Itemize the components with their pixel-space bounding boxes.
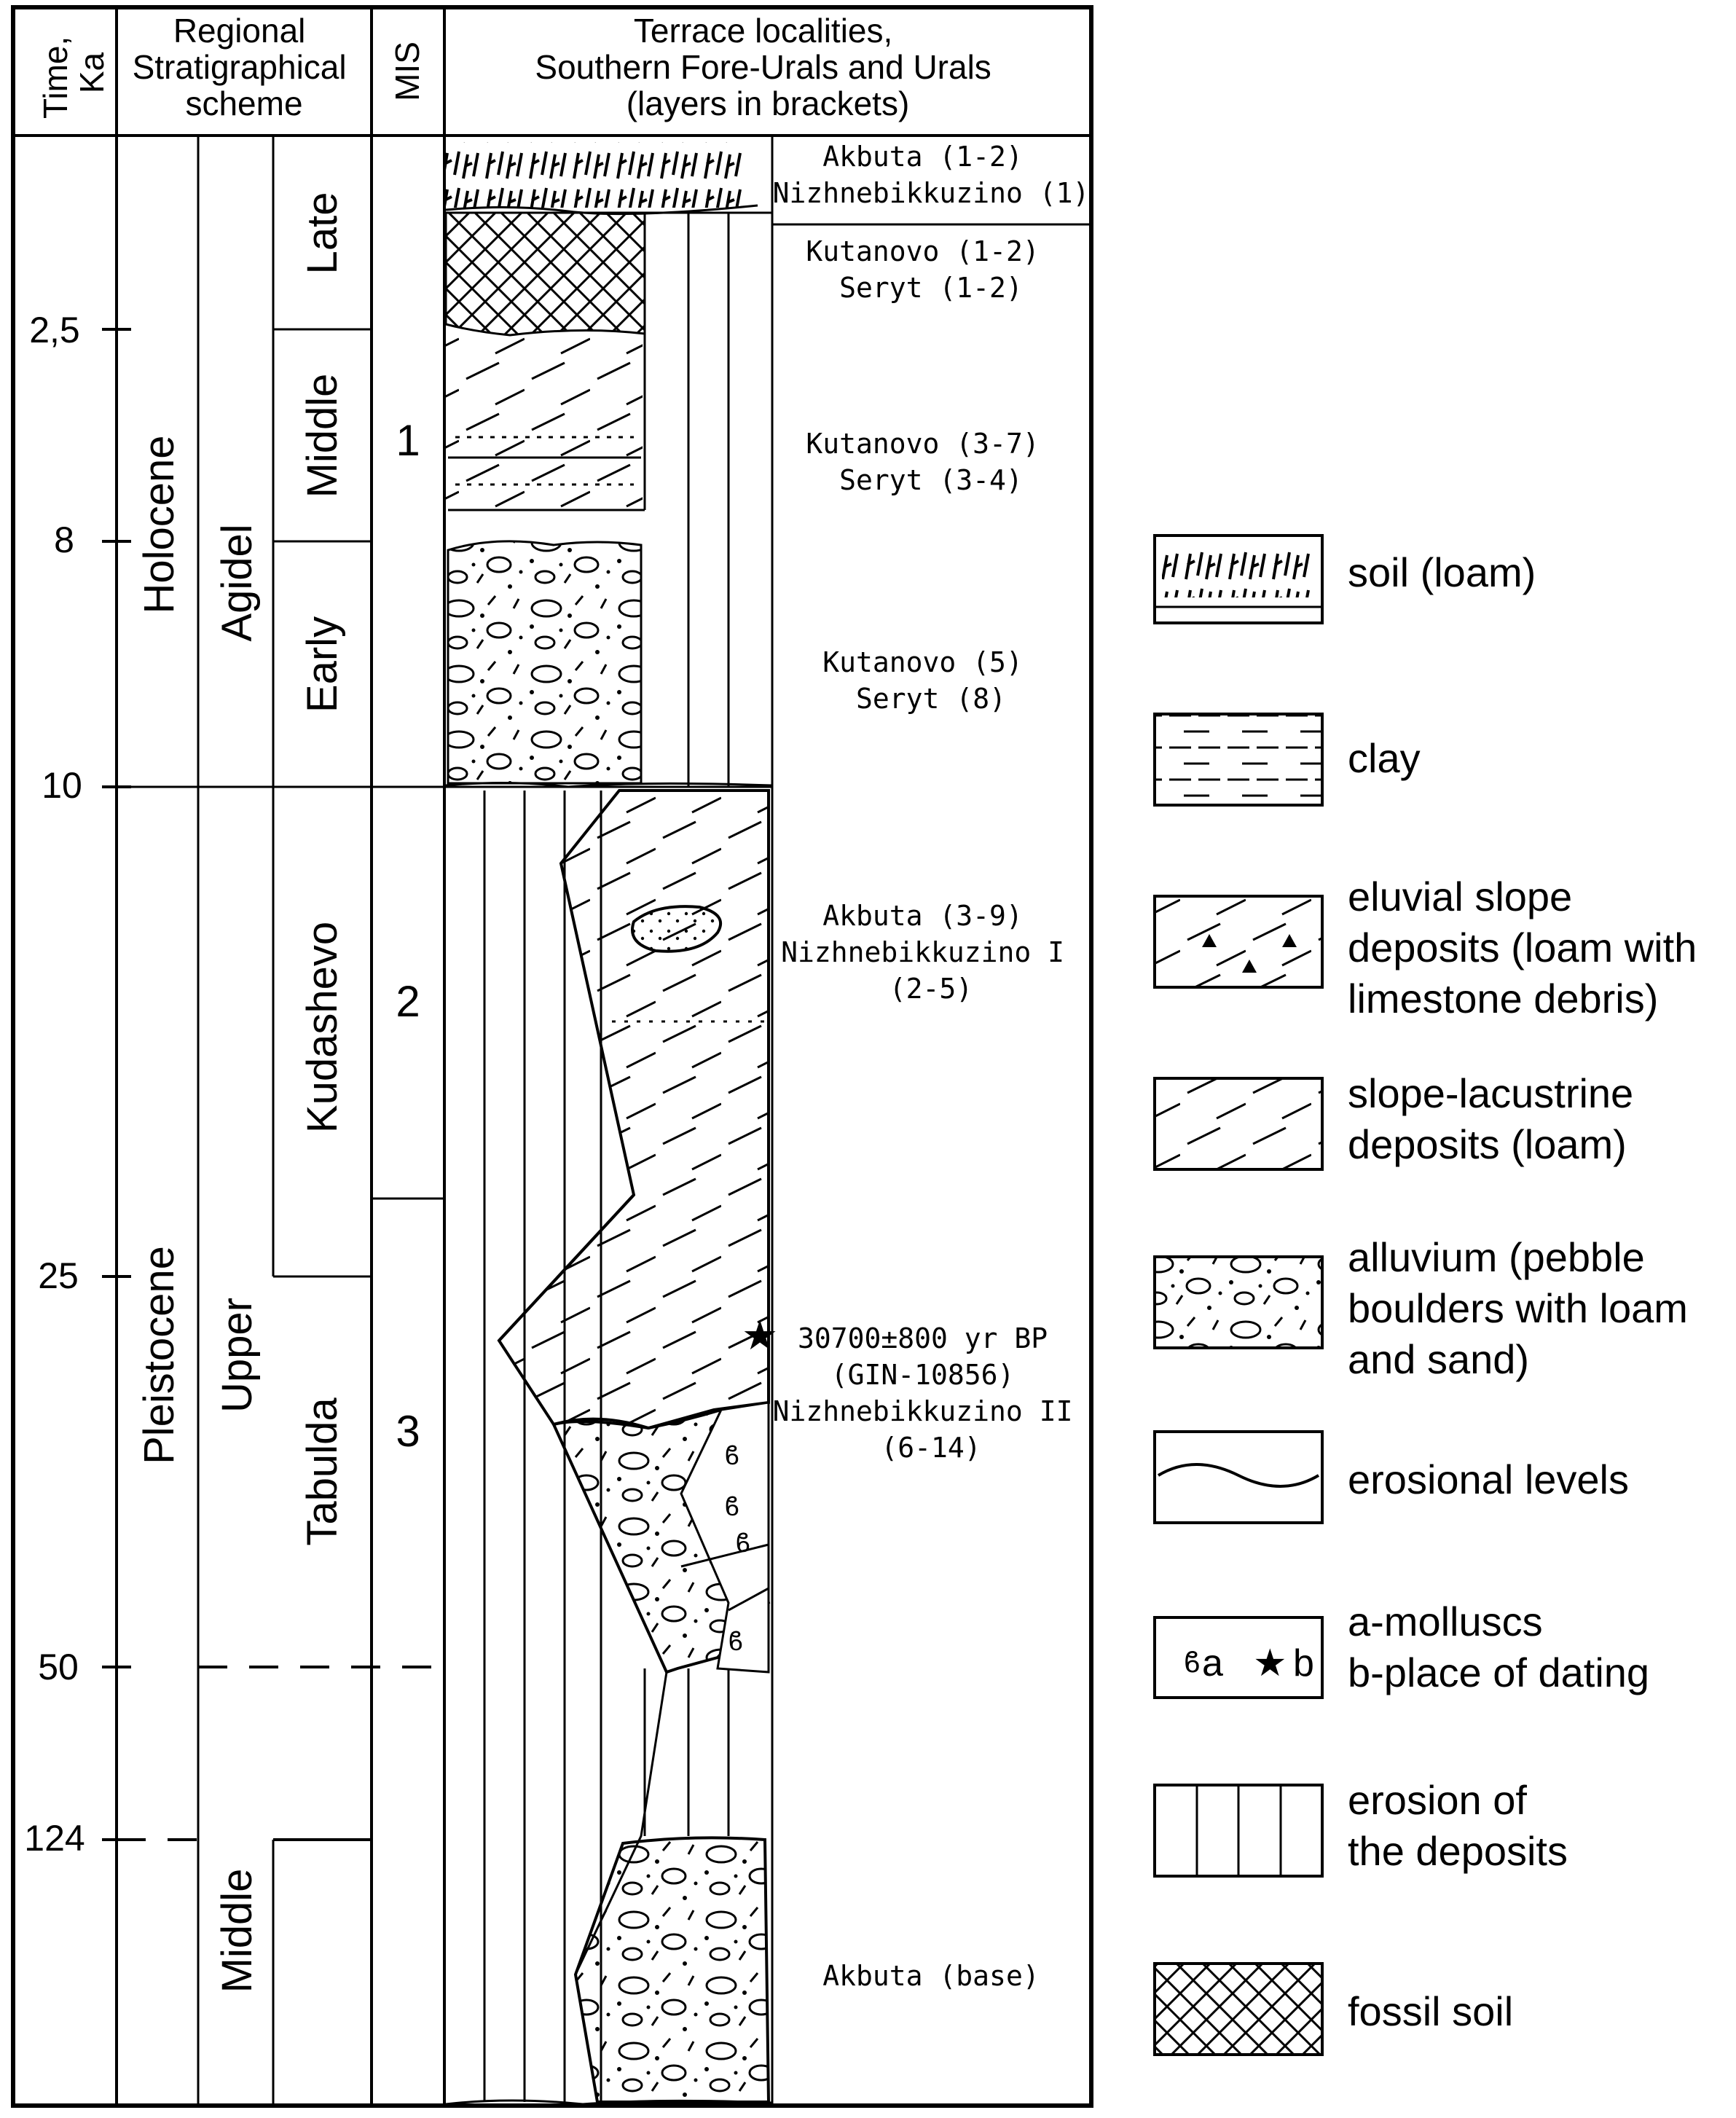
svg-text:fossil soil: fossil soil: [1348, 1988, 1513, 2034]
svg-text:erosion of the deposit: erosion of the deposits: [1348, 1777, 1568, 1874]
mollusc-layer: [680, 1401, 770, 1674]
legend-clay: clay: [1153, 713, 1421, 807]
mis-number: 2: [396, 977, 420, 1026]
svg-text:a: a: [1202, 1642, 1223, 1684]
lithology-column: ϐ ϐ ϐ ϐ ★: [444, 142, 778, 2106]
time-label: 2,5: [29, 310, 80, 350]
time-axis-ticks: [102, 328, 131, 1841]
slope-lacustrine-layer: [497, 789, 770, 1430]
legend-fossil-soil: fossil soil: [1153, 1962, 1513, 2056]
substage-middle: Middle: [299, 374, 346, 498]
locality-kutanovo-middle: Kutanovo (3-7) Seryt (3-4): [806, 428, 1056, 496]
horizon-middle: Middle: [213, 1869, 261, 1993]
mollusc-icon: ϐ: [725, 1440, 740, 1470]
alluvium-holocene: [447, 540, 643, 785]
locality-kutanovo-early: Kutanovo (5) Seryt (8): [822, 646, 1039, 715]
main-table: [11, 5, 1093, 2108]
legend-molluscs-dating: ϐ a ★ b a-molluscs b-place of dating: [1153, 1599, 1649, 1699]
legend-eluvial: eluvial slope deposits (loam with limest…: [1153, 874, 1708, 1021]
time-label: 8: [54, 519, 74, 560]
svg-text:clay: clay: [1348, 735, 1421, 781]
mollusc-icon: ϐ: [728, 1626, 744, 1656]
legend: soil (loam) clay eluvial slope deposits …: [1153, 534, 1708, 2056]
soil-layer: [446, 142, 745, 208]
epoch-pleistocene: Pleistocene: [135, 1246, 183, 1464]
mis-number: 3: [396, 1407, 420, 1456]
substage-tabulda: Tabulda: [299, 1397, 346, 1546]
svg-text:soil (loam): soil (loam): [1348, 549, 1536, 595]
horizon-upper: Upper: [213, 1298, 261, 1413]
svg-text:b: b: [1293, 1642, 1314, 1684]
time-label: 10: [42, 765, 82, 806]
clay-layer: [446, 337, 643, 508]
svg-text:eluvial slope deposits: eluvial slope deposits (loam with limest…: [1348, 874, 1708, 1021]
locality-akbuta-top: Akbuta (1-2) Nizhnebikkuzino (1): [773, 141, 1090, 209]
legend-erosion: erosion of the deposits: [1153, 1777, 1568, 1878]
epoch-holocene: Holocene: [135, 435, 183, 613]
mollusc-icon: ϐ: [725, 1491, 740, 1521]
header-localities: Terrace localities, Southern Fore-Urals …: [535, 12, 1000, 122]
svg-text:ϐ: ϐ: [1184, 1647, 1201, 1679]
fossil-soil-layer: [444, 211, 646, 337]
legend-erosional-levels: erosional levels: [1153, 1430, 1629, 1524]
mis-number: 1: [396, 416, 420, 465]
header-scheme: Regional Stratigraphical scheme: [133, 12, 356, 122]
substage-early: Early: [299, 616, 346, 713]
locality-akbuta-base: Akbuta (base): [822, 1960, 1039, 1992]
svg-text:alluvium (pebble bould: alluvium (pebble boulders with loam and …: [1348, 1234, 1699, 1382]
legend-slope-lacustrine: slope-lacustrine deposits (loam): [1153, 1070, 1645, 1171]
legend-alluvium: alluvium (pebble boulders with loam and …: [1153, 1234, 1699, 1382]
svg-text:erosional levels: erosional levels: [1348, 1456, 1629, 1502]
substage-late: Late: [299, 192, 346, 275]
svg-text:a-molluscs b-place of: a-molluscs b-place of dating: [1348, 1599, 1649, 1695]
dating-star-icon: ★: [742, 1312, 778, 1358]
locality-kutanovo-late: Kutanovo (1-2) Seryt (1-2): [806, 235, 1056, 304]
header-time: Time, Ka: [36, 27, 111, 119]
svg-text:slope-lacustrine depos: slope-lacustrine deposits (loam): [1348, 1070, 1645, 1167]
substage-kudashevo: Kudashevo: [299, 922, 346, 1133]
time-label: 50: [38, 1647, 79, 1687]
alluvium-middle: [573, 1836, 771, 2103]
star-icon: ★: [1253, 1642, 1287, 1684]
time-label: 124: [24, 1818, 85, 1859]
locality-akbuta-kudashevo: Akbuta (3-9) Nizhnebikkuzino I (2-5): [781, 900, 1081, 1005]
legend-soil: soil (loam): [1153, 534, 1536, 624]
header-mis: MIS: [388, 42, 426, 101]
sand-lens: [631, 905, 723, 953]
horizon-agidel: Agidel: [213, 524, 261, 641]
time-label: 25: [38, 1255, 79, 1296]
locality-dating: 30700±800 yr BP (GIN-10856) Nizhnebikkuz…: [773, 1322, 1090, 1464]
